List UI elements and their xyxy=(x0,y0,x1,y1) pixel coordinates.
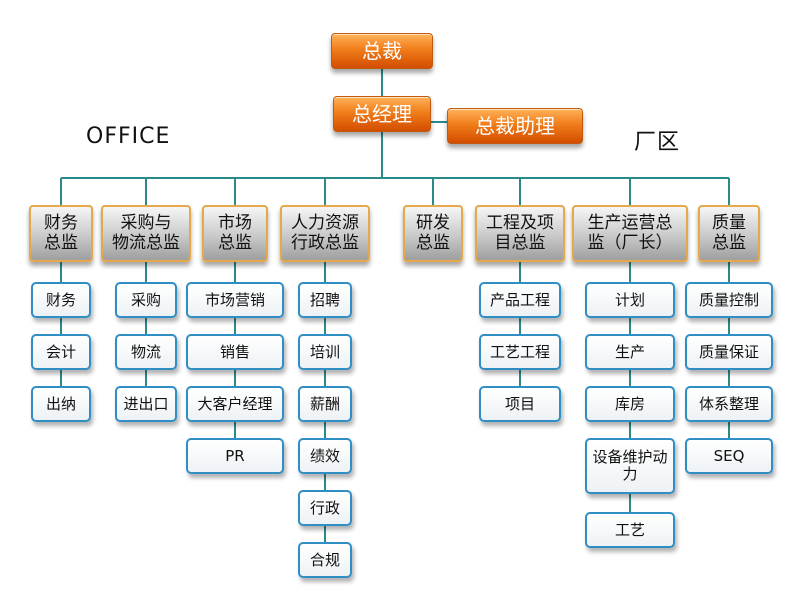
department-box: 库房 xyxy=(585,386,675,422)
department-box: 进出口 xyxy=(115,386,177,422)
department-box: 市场营销 xyxy=(186,282,284,318)
office-label: OFFICE xyxy=(86,124,171,149)
department-box: 出纳 xyxy=(31,386,91,422)
department-box: 工艺工程 xyxy=(479,334,561,370)
department-box: 招聘 xyxy=(298,282,352,318)
department-box: 质量控制 xyxy=(685,282,773,318)
department-box: 销售 xyxy=(186,334,284,370)
department-box: 工艺 xyxy=(585,512,675,548)
department-box: 财务 xyxy=(31,282,91,318)
department-box: 绩效 xyxy=(298,438,352,474)
department-box: 培训 xyxy=(298,334,352,370)
department-box: 物流 xyxy=(115,334,177,370)
department-box: 行政 xyxy=(298,490,352,526)
director-box: 人力资源 行政总监 xyxy=(280,205,370,262)
assistant-box: 总裁助理 xyxy=(447,108,583,144)
department-box: 质量保证 xyxy=(685,334,773,370)
department-box: 产品工程 xyxy=(479,282,561,318)
department-box: 生产 xyxy=(585,334,675,370)
department-box: 会计 xyxy=(31,334,91,370)
department-box: 项目 xyxy=(479,386,561,422)
director-box: 财务 总监 xyxy=(29,205,93,262)
department-box: PR xyxy=(186,438,284,474)
director-box: 工程及项 目总监 xyxy=(475,205,565,262)
department-box: 薪酬 xyxy=(298,386,352,422)
department-box: 采购 xyxy=(115,282,177,318)
department-box: 计划 xyxy=(585,282,675,318)
director-box: 市场 总监 xyxy=(202,205,268,262)
factory-label: 厂区 xyxy=(634,130,681,155)
department-box: 体系整理 xyxy=(685,386,773,422)
department-box: 大客户经理 xyxy=(186,386,284,422)
director-box: 研发 总监 xyxy=(403,205,463,262)
department-box: 设备维护动 力 xyxy=(585,438,675,494)
director-box: 质量 总监 xyxy=(698,205,760,262)
department-box: SEQ xyxy=(685,438,773,474)
department-box: 合规 xyxy=(298,542,352,578)
director-box: 采购与 物流总监 xyxy=(101,205,191,262)
director-box: 生产运营总 监（厂长） xyxy=(572,205,688,262)
ceo-box: 总裁 xyxy=(331,33,433,69)
gm-box: 总经理 xyxy=(333,96,431,132)
